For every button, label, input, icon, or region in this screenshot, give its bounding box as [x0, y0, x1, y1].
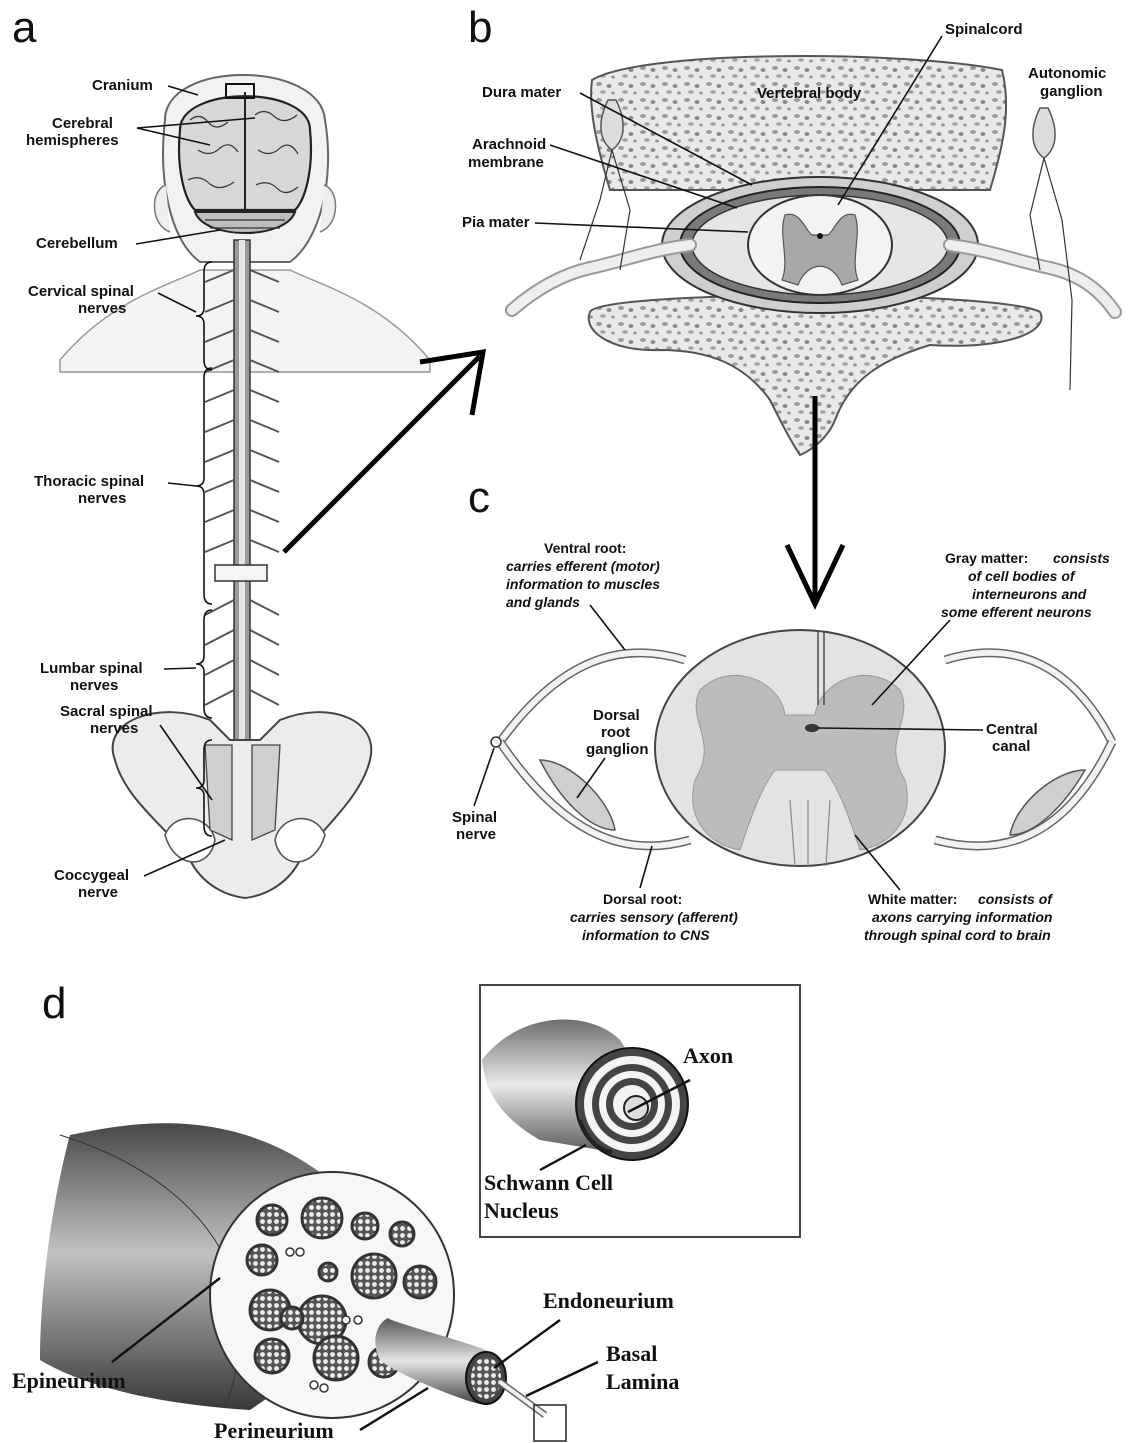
label-spinalcord: Spinalcord — [945, 21, 1023, 38]
label-gray-2: of cell bodies of — [968, 568, 1076, 584]
label-schwann-2: Nucleus — [484, 1198, 559, 1223]
label-axon: Axon — [683, 1043, 733, 1068]
leader-basal — [526, 1362, 598, 1396]
label-spinal-nerve-2: nerve — [456, 826, 496, 843]
label-autonomic-2: ganglion — [1040, 83, 1103, 100]
label-ventral-head: Ventral root: — [544, 540, 626, 556]
label-dura-mater: Dura mater — [482, 84, 561, 101]
label-thoracic-1: Thoracic spinal — [34, 473, 144, 490]
label-pia-mater: Pia mater — [462, 214, 530, 231]
label-epineurium: Epineurium — [12, 1368, 126, 1393]
arrow-a-to-b — [284, 352, 483, 552]
label-gray-4: some efferent neurons — [941, 604, 1092, 620]
leader-spinal-nerve — [474, 748, 494, 806]
label-schwann-1: Schwann Cell — [484, 1170, 613, 1195]
label-autonomic-1: Autonomic — [1028, 65, 1106, 82]
label-dorsal-head: Dorsal root: — [603, 891, 682, 907]
label-cervical-2: nerves — [78, 300, 126, 317]
label-arachnoid-2: membrane — [468, 154, 544, 171]
label-central-2: canal — [992, 738, 1030, 755]
label-lumbar-2: nerves — [70, 677, 118, 694]
label-gray-3: interneurons and — [972, 586, 1087, 602]
label-white-3: through spinal cord to brain — [864, 927, 1051, 943]
label-endoneurium: Endoneurium — [543, 1288, 674, 1313]
leader-dorsal — [640, 846, 652, 888]
label-gray-head: Gray matter: — [945, 550, 1028, 566]
label-vertebral-body: Vertebral body — [757, 85, 862, 102]
label-white-1: consists of — [978, 891, 1053, 907]
label-ventral-2: information to muscles — [506, 576, 660, 592]
leader-endoneurium — [494, 1320, 560, 1368]
panel-letter-a: a — [12, 3, 37, 52]
label-drg-2: root — [601, 724, 630, 741]
label-cerebral-2: hemispheres — [26, 132, 119, 149]
label-gray-1: consists — [1053, 550, 1110, 566]
label-ventral-1: carries efferent (motor) — [506, 558, 660, 574]
label-basal-2: Lamina — [606, 1369, 679, 1394]
label-arachnoid-1: Arachnoid — [472, 136, 546, 153]
label-coccygeal-1: Coccygeal — [54, 867, 129, 884]
label-spinal-nerve-1: Spinal — [452, 809, 497, 826]
panel-letter-c: c — [468, 473, 490, 522]
label-white-2: axons carrying information — [872, 909, 1052, 925]
panel-letter-d: d — [42, 979, 66, 1028]
panel-b-illustration — [512, 56, 1115, 455]
label-cervical-1: Cervical spinal — [28, 283, 134, 300]
label-sacral-1: Sacral spinal — [60, 703, 153, 720]
label-basal-1: Basal — [606, 1341, 657, 1366]
label-coccygeal-2: nerve — [78, 884, 118, 901]
label-drg-1: Dorsal — [593, 707, 640, 724]
label-white-head: White matter: — [868, 891, 957, 907]
label-dorsal-1: carries sensory (afferent) — [570, 909, 738, 925]
label-sacral-2: nerves — [90, 720, 138, 737]
label-thoracic-2: nerves — [78, 490, 126, 507]
label-dorsal-2: information to CNS — [582, 927, 710, 943]
label-cranium: Cranium — [92, 77, 153, 94]
label-central-1: Central — [986, 721, 1038, 738]
label-ventral-3: and glands — [506, 594, 580, 610]
label-perineurium: Perineurium — [214, 1418, 334, 1443]
leader-lumbar — [164, 668, 196, 669]
label-drg-3: ganglion — [586, 741, 649, 758]
panel-letter-b: b — [468, 3, 492, 52]
label-lumbar-1: Lumbar spinal — [40, 660, 143, 677]
label-cerebral-1: Cerebral — [52, 115, 113, 132]
label-cerebellum: Cerebellum — [36, 235, 118, 252]
leader-ventral — [590, 605, 625, 650]
leader-thoracic — [168, 483, 196, 486]
